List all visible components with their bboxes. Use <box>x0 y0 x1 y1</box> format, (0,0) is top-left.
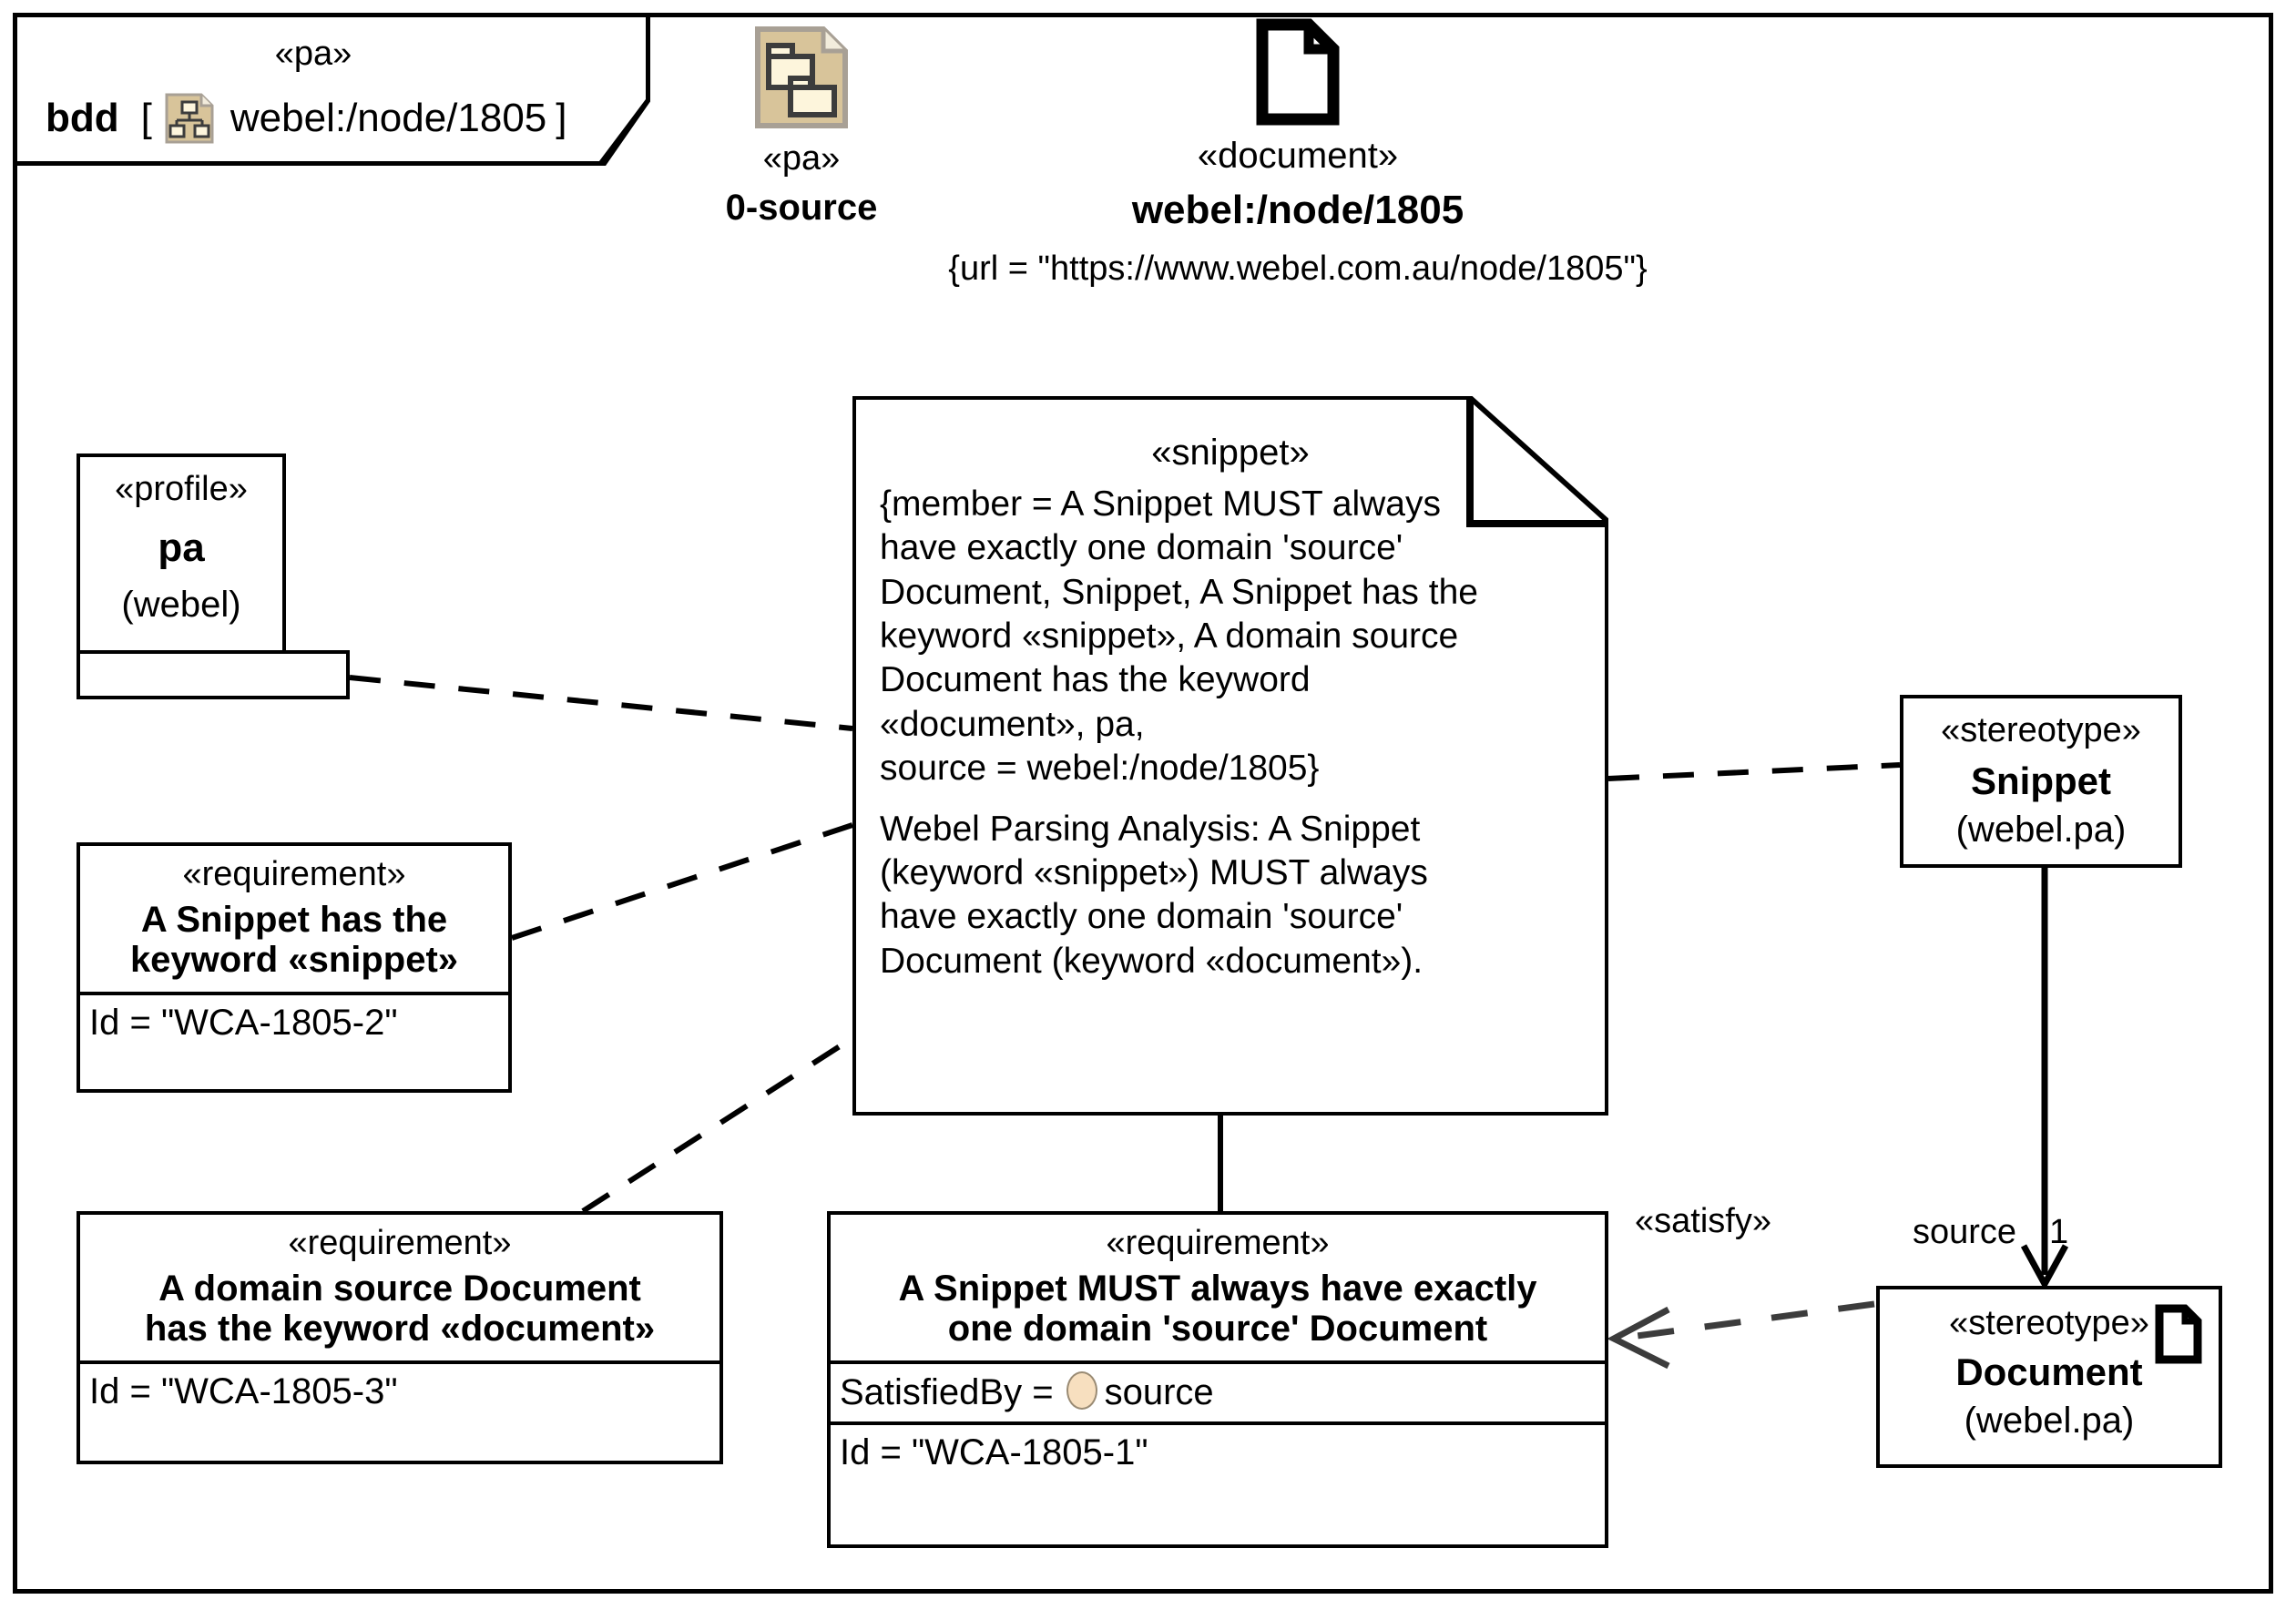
document-page-icon <box>915 18 1680 130</box>
requirement-name: A Snippet has the keyword «snippet» <box>129 899 459 981</box>
requirement-box-wca-1805-2[interactable]: «requirement» A Snippet has the keyword … <box>77 842 512 1093</box>
document-node-name: webel:/node/1805 <box>1131 188 1464 232</box>
stereotype-qualifier: (webel.pa) <box>1955 809 2127 850</box>
snippet-note[interactable]: «snippet» {member = A Snippet MUST alway… <box>852 396 1608 1116</box>
diagram-frame-header: «pa» bdd [ webel:/node/1805 ] <box>13 13 650 166</box>
stereotype-keyword: «stereotype» <box>1941 711 2141 749</box>
frame-diagram-kind: bdd <box>46 96 119 140</box>
requirement-stereotype: «requirement» <box>182 855 406 893</box>
stereotype-name: Document <box>1955 1350 2143 1393</box>
pa-node-0-source[interactable]: «pa» 0-source <box>701 25 902 229</box>
frame-diagram-label: webel:/node/1805 <box>230 96 547 140</box>
profile-name: pa <box>158 525 205 570</box>
requirement-name: A Snippet MUST always have exactly one d… <box>898 1268 1537 1350</box>
profile-stereotype: «profile» <box>115 470 248 508</box>
stereotype-box-document[interactable]: «stereotype» Document (webel.pa) <box>1876 1286 2222 1468</box>
pa-node-name: 0-source <box>725 188 878 228</box>
frame-bracket-open: [ <box>140 96 152 140</box>
bdd-package-icon <box>165 93 214 144</box>
profile-box[interactable]: «profile» pa (webel) <box>77 453 286 654</box>
requirement-stereotype: «requirement» <box>1106 1224 1330 1262</box>
requirement-stereotype: «requirement» <box>288 1224 512 1262</box>
edge-label-satisfy: «satisfy» <box>1635 1202 1771 1240</box>
requirement-id-attribute: Id = "WCA-1805-3" <box>80 1360 719 1421</box>
pa-node-stereotype: «pa» <box>762 139 841 178</box>
satisfiedby-oval-icon <box>1066 1371 1097 1411</box>
document-node-constraint: {url = "https://www.webel.com.au/node/18… <box>948 250 1648 288</box>
note-paragraph-analysis: Webel Parsing Analysis: A Snippet (keywo… <box>880 809 1428 981</box>
requirement-name: A domain source Document has the keyword… <box>144 1268 656 1350</box>
note-paragraph-member: {member = A Snippet MUST always have exa… <box>880 484 1478 789</box>
document-page-icon <box>2155 1304 2202 1369</box>
satisfiedby-value: source <box>1104 1372 1214 1413</box>
frame-stereotype: «pa» <box>274 35 352 73</box>
stereotype-qualifier: (webel.pa) <box>1964 1400 2135 1441</box>
document-node[interactable]: «document» webel:/node/1805 {url = "http… <box>915 18 1680 289</box>
pa-package-analysis-icon <box>701 25 902 134</box>
edge-label-source-role: source <box>1913 1213 2017 1251</box>
requirement-box-wca-1805-3[interactable]: «requirement» A domain source Document h… <box>77 1211 723 1464</box>
requirement-box-wca-1805-1[interactable]: «requirement» A Snippet MUST always have… <box>827 1211 1608 1548</box>
stereotype-keyword: «stereotype» <box>1949 1304 2149 1342</box>
profile-qualifier: (webel) <box>121 584 241 625</box>
frame-bracket-close: ] <box>556 96 567 140</box>
requirement-header: «requirement» A Snippet has the keyword … <box>80 846 508 992</box>
edge-label-multiplicity: 1 <box>2049 1213 2069 1251</box>
requirement-id-attribute: Id = "WCA-1805-2" <box>80 992 508 1052</box>
stereotype-box-snippet[interactable]: «stereotype» Snippet (webel.pa) <box>1900 695 2182 868</box>
document-node-stereotype: «document» <box>1197 136 1399 176</box>
satisfiedby-label: SatisfiedBy = <box>840 1372 1054 1413</box>
requirement-satisfiedby-row: SatisfiedBy = source <box>831 1360 1605 1421</box>
requirement-header: «requirement» A Snippet MUST always have… <box>831 1215 1605 1360</box>
profile-tail-compartment <box>77 650 350 699</box>
note-stereotype: «snippet» <box>1151 433 1310 473</box>
requirement-id-attribute: Id = "WCA-1805-1" <box>831 1421 1605 1482</box>
requirement-header: «requirement» A domain source Document h… <box>80 1215 719 1360</box>
stereotype-name: Snippet <box>1971 759 2111 802</box>
frame-tab-fill <box>17 17 646 161</box>
